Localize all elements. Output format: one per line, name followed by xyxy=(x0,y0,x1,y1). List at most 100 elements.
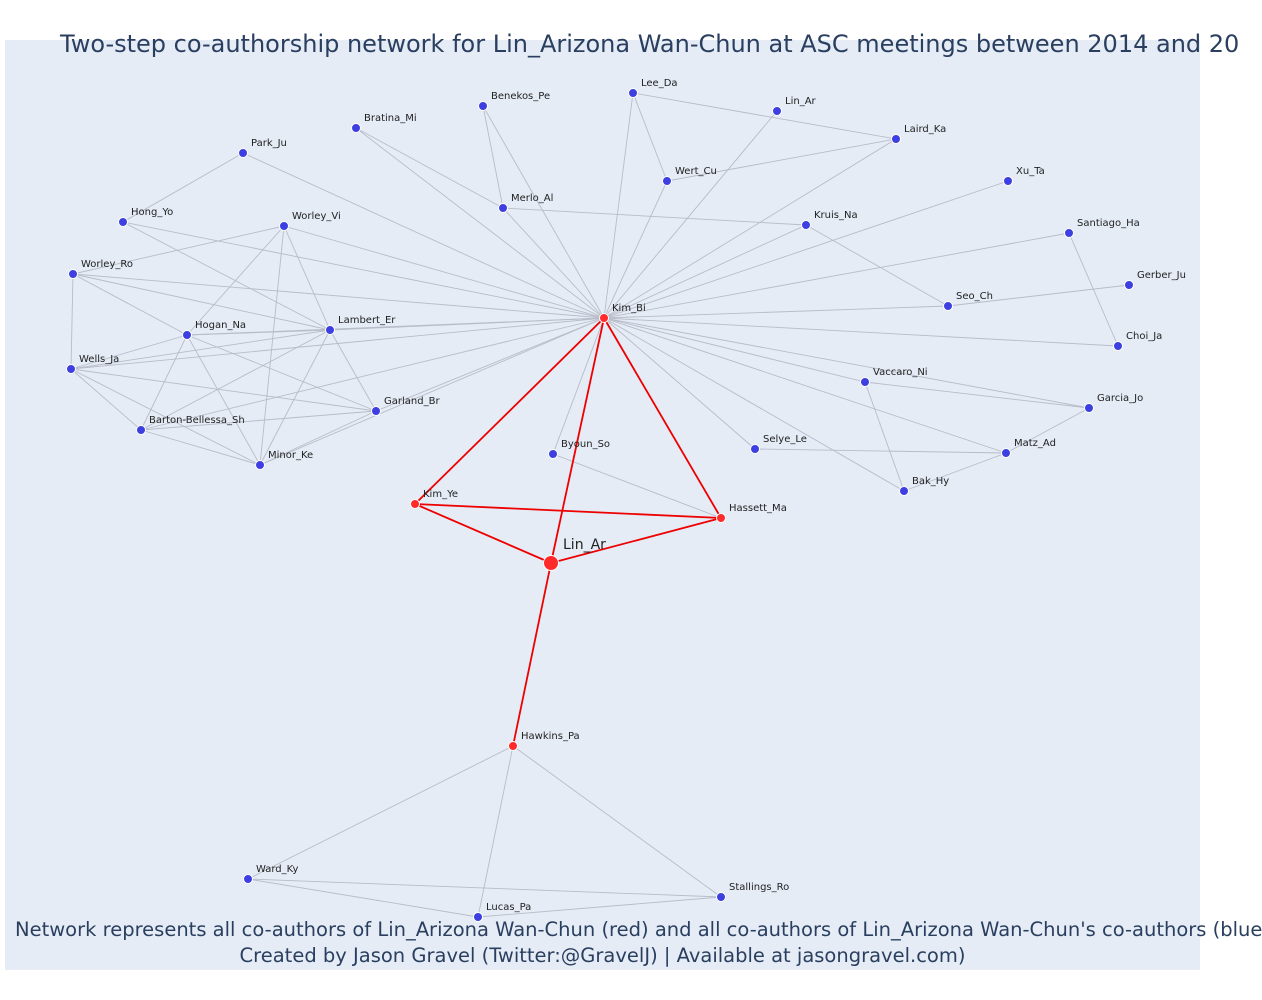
node-vaccaro-ni[interactable] xyxy=(860,377,870,387)
node-stallings-ro[interactable] xyxy=(716,892,726,902)
edge-barton-bellessa-sh-minor-ke xyxy=(140,429,261,466)
edge-lambert-er-barton-bellessa-sh xyxy=(140,329,331,431)
edge-wells-ja-garland-br xyxy=(70,368,377,412)
node-merlo-al[interactable] xyxy=(498,203,508,213)
edge-hawkins-pa-lucas-pa xyxy=(477,745,514,918)
edge-lambert-er-hogan-na xyxy=(186,329,331,336)
node-kim-ye[interactable] xyxy=(410,499,420,509)
edge-worley-ro-hogan-na xyxy=(72,273,188,336)
node-hogan-na[interactable] xyxy=(182,330,192,340)
edge-kim-bi-benekos-pe xyxy=(482,105,605,319)
node-label-santiago-ha: Santiago_Ha xyxy=(1077,218,1140,229)
edge-hawkins-pa-stallings-ro xyxy=(512,745,722,898)
edge-kim-bi-seo-ch xyxy=(603,305,949,319)
node-lee-da[interactable] xyxy=(628,88,638,98)
edge-wells-ja-barton-bellessa-sh xyxy=(70,368,142,431)
node-choi-ja[interactable] xyxy=(1113,341,1123,351)
node-lambert-er[interactable] xyxy=(325,325,335,335)
node-label-kruis-na: Kruis_Na xyxy=(814,210,858,221)
node-xu-ta[interactable] xyxy=(1003,176,1013,186)
edge-ward-ky-lucas-pa xyxy=(247,878,479,918)
node-lin-ar-2[interactable] xyxy=(772,106,782,116)
edge-garland-br-barton-bellessa-sh xyxy=(140,410,377,431)
node-matz-ad[interactable] xyxy=(1001,448,1011,458)
node-label-worley-ro: Worley_Ro xyxy=(81,259,133,270)
network-graph[interactable]: Lin_ArKim_BiKim_YeHassett_MaHawkins_PaLe… xyxy=(0,0,1200,1000)
node-lin-ar[interactable] xyxy=(543,555,559,571)
node-worley-vi[interactable] xyxy=(279,221,289,231)
node-barton-bellessa-sh[interactable] xyxy=(136,425,146,435)
edge-wells-ja-minor-ke xyxy=(70,368,261,466)
node-kim-bi[interactable] xyxy=(599,313,609,323)
node-label-minor-ke: Minor_Ke xyxy=(268,450,313,461)
chart-caption: Network represents all co-authors of Lin… xyxy=(5,917,1262,969)
node-lucas-pa[interactable] xyxy=(473,912,483,922)
node-label-merlo-al: Merlo_Al xyxy=(511,193,553,204)
node-label-choi-ja: Choi_Ja xyxy=(1126,331,1162,342)
node-label-benekos-pe: Benekos_Pe xyxy=(491,91,550,102)
edge-kim-bi-hong-yo xyxy=(122,221,605,319)
edge-lin-ar-kim-bi xyxy=(550,317,605,564)
edge-kim-bi-park-ju xyxy=(242,152,605,319)
node-worley-ro[interactable] xyxy=(68,269,78,279)
node-seo-ch[interactable] xyxy=(943,301,953,311)
node-label-garcia-jo: Garcia_Jo xyxy=(1097,393,1143,404)
edge-kim-bi-matz-ad xyxy=(603,317,1007,454)
node-label-byoun-so: Byoun_So xyxy=(561,439,610,450)
edge-kim-bi-kim-ye xyxy=(414,317,605,505)
node-ward-ky[interactable] xyxy=(243,874,253,884)
edge-hong-yo-lambert-er xyxy=(122,221,331,331)
edge-kim-bi-worley-ro xyxy=(72,273,605,319)
node-label-worley-vi: Worley_Vi xyxy=(292,211,341,222)
node-label-hawkins-pa: Hawkins_Pa xyxy=(521,731,580,742)
node-label-kim-bi: Kim_Bi xyxy=(612,303,646,314)
node-hawkins-pa[interactable] xyxy=(508,741,518,751)
node-label-lin-ar: Lin_Ar xyxy=(563,537,606,553)
edge-vaccaro-ni-garcia-jo xyxy=(864,381,1090,409)
node-byoun-so[interactable] xyxy=(548,449,558,459)
node-hassett-ma[interactable] xyxy=(716,513,726,523)
node-label-stallings-ro: Stallings_Ro xyxy=(729,882,789,893)
node-hong-yo[interactable] xyxy=(118,217,128,227)
edge-kim-bi-minor-ke xyxy=(259,317,605,466)
edge-lee-da-laird-ka xyxy=(632,92,897,140)
node-park-ju[interactable] xyxy=(238,148,248,158)
node-selye-le[interactable] xyxy=(750,444,760,454)
node-laird-ka[interactable] xyxy=(891,134,901,144)
node-santiago-ha[interactable] xyxy=(1064,228,1074,238)
node-kruis-na[interactable] xyxy=(801,220,811,230)
node-label-matz-ad: Matz_Ad xyxy=(1014,438,1056,449)
edge-kim-bi-wert-cu xyxy=(603,180,668,319)
edge-hogan-na-minor-ke xyxy=(186,334,261,466)
edge-hogan-na-garland-br xyxy=(186,334,377,412)
edge-laird-ka-wert-cu xyxy=(666,138,897,182)
node-label-laird-ka: Laird_Ka xyxy=(904,124,946,135)
node-label-park-ju: Park_Ju xyxy=(251,138,287,149)
edge-kim-bi-vaccaro-ni xyxy=(603,317,866,383)
edge-kim-bi-selye-le xyxy=(603,317,756,450)
node-gerber-ju[interactable] xyxy=(1124,280,1134,290)
node-wert-cu[interactable] xyxy=(662,176,672,186)
edge-lambert-er-garland-br xyxy=(329,329,377,412)
caption-line-2: Created by Jason Gravel (Twitter:@Gravel… xyxy=(239,944,966,967)
node-bak-hy[interactable] xyxy=(899,486,909,496)
node-label-lucas-pa: Lucas_Pa xyxy=(486,902,531,913)
node-wells-ja[interactable] xyxy=(66,364,76,374)
node-label-kim-ye: Kim_Ye xyxy=(423,489,458,500)
node-minor-ke[interactable] xyxy=(255,460,265,470)
node-label-selye-le: Selye_Le xyxy=(763,434,807,445)
edge-lin-ar-hawkins-pa xyxy=(512,562,552,747)
edge-byoun-so-hassett-ma xyxy=(552,453,722,519)
node-label-ward-ky: Ward_Ky xyxy=(256,864,298,875)
node-label-hogan-na: Hogan_Na xyxy=(195,320,246,331)
node-label-wells-ja: Wells_Ja xyxy=(79,354,119,365)
edge-kim-bi-barton-bellessa-sh xyxy=(140,317,605,431)
edge-kim-bi-garland-br xyxy=(375,317,605,412)
node-garcia-jo[interactable] xyxy=(1084,403,1094,413)
node-garland-br[interactable] xyxy=(371,406,381,416)
edge-santiago-ha-choi-ja xyxy=(1068,232,1119,347)
node-bratina-mi[interactable] xyxy=(351,123,361,133)
node-benekos-pe[interactable] xyxy=(478,101,488,111)
edge-garland-br-minor-ke xyxy=(259,410,377,466)
node-label-lee-da: Lee_Da xyxy=(641,78,678,89)
